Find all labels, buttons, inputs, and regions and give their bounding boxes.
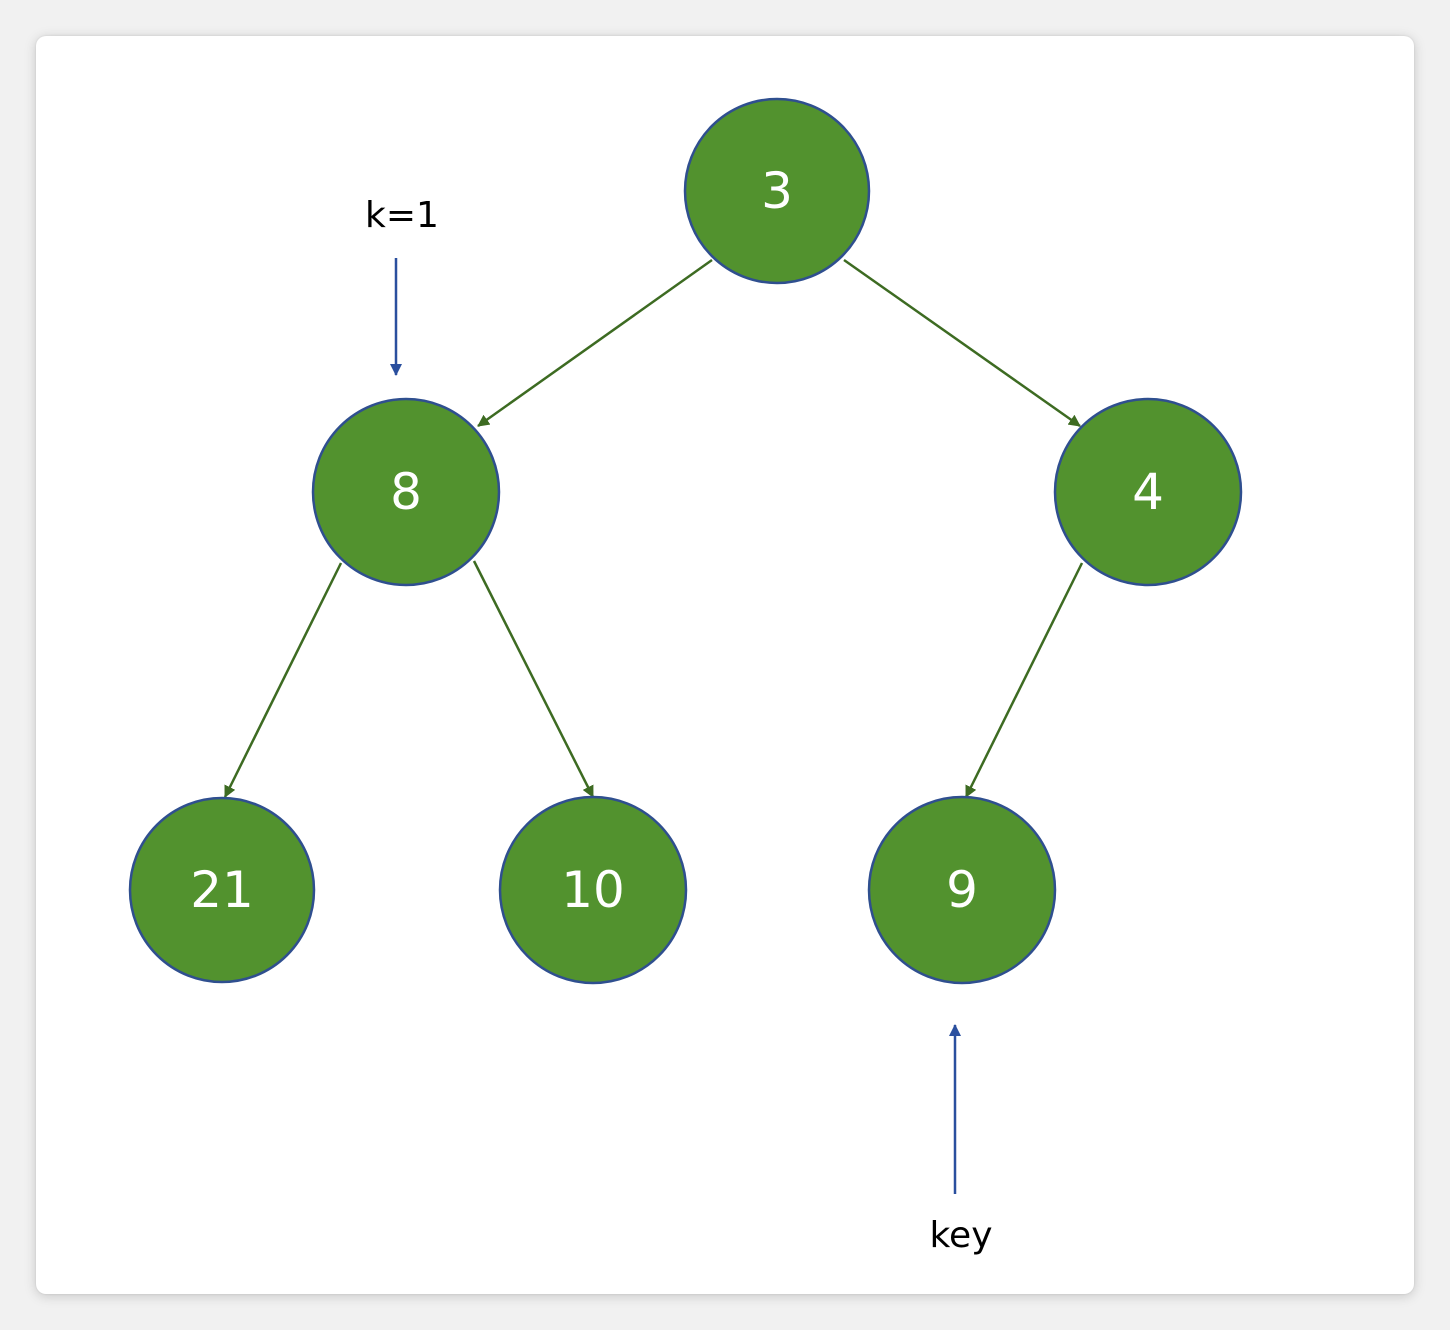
node-label: 9 bbox=[946, 861, 978, 919]
key-pointer-label: key bbox=[929, 1215, 992, 1256]
edge-8-to-10 bbox=[472, 560, 595, 798]
node-label: 3 bbox=[761, 162, 793, 220]
edge-4-to-9 bbox=[964, 562, 1084, 798]
edge-8-to-21 bbox=[223, 562, 343, 798]
tree-node-3: 3 bbox=[683, 97, 871, 285]
k-pointer-label: k=1 bbox=[365, 195, 439, 236]
key-pointer: key bbox=[929, 1024, 993, 1256]
node-label: 4 bbox=[1132, 463, 1164, 521]
node-label: 8 bbox=[390, 463, 422, 521]
node-circle bbox=[867, 795, 1057, 985]
node-circle bbox=[311, 397, 501, 587]
tree-node-21: 21 bbox=[128, 796, 316, 984]
tree-node-8: 8 bbox=[311, 397, 501, 587]
edge-3-to-4 bbox=[843, 258, 1081, 428]
tree-node-10: 10 bbox=[498, 795, 688, 985]
node-label: 10 bbox=[561, 861, 625, 919]
node-circle bbox=[1053, 397, 1243, 587]
node-circle bbox=[683, 97, 871, 285]
node-circle bbox=[128, 796, 316, 984]
node-circle bbox=[498, 795, 688, 985]
tree-node-9: 9 bbox=[867, 795, 1057, 985]
tree-edges bbox=[223, 258, 1084, 798]
node-label: 21 bbox=[190, 861, 254, 919]
tree-node-4: 4 bbox=[1053, 397, 1243, 587]
k-pointer: k=1 bbox=[365, 195, 439, 376]
edge-3-to-8 bbox=[477, 258, 713, 428]
